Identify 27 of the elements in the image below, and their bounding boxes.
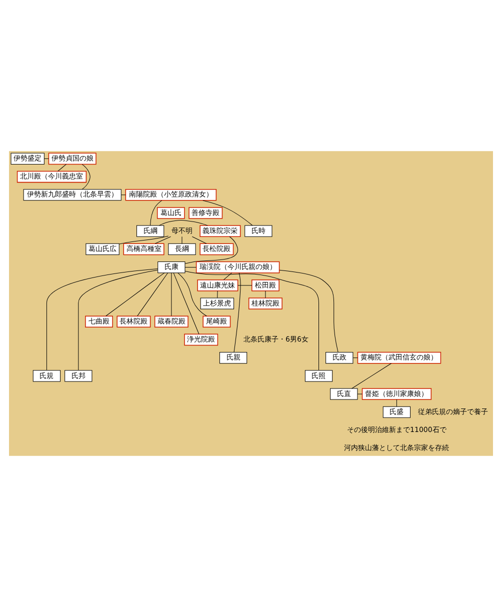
connector xyxy=(222,272,232,280)
connector xyxy=(356,393,362,394)
connector xyxy=(351,362,392,388)
connector xyxy=(352,357,358,358)
connector xyxy=(202,200,252,226)
connector xyxy=(57,163,66,171)
connector xyxy=(150,200,162,226)
connector xyxy=(237,284,252,286)
connector xyxy=(136,272,168,316)
connector xyxy=(172,272,199,334)
connector xyxy=(177,272,206,316)
connector xyxy=(81,164,90,190)
connector xyxy=(154,236,170,244)
connector xyxy=(158,219,208,226)
connector xyxy=(184,236,238,264)
connector xyxy=(184,266,196,268)
connector xyxy=(233,272,240,352)
connector xyxy=(46,268,158,370)
connector xyxy=(191,236,206,244)
connector xyxy=(105,272,164,316)
connector xyxy=(278,269,338,352)
connector xyxy=(181,236,182,244)
connector xyxy=(170,272,172,316)
connector xyxy=(216,290,218,298)
connector xyxy=(78,269,158,370)
connector xyxy=(264,290,266,298)
connector xyxy=(118,235,168,244)
